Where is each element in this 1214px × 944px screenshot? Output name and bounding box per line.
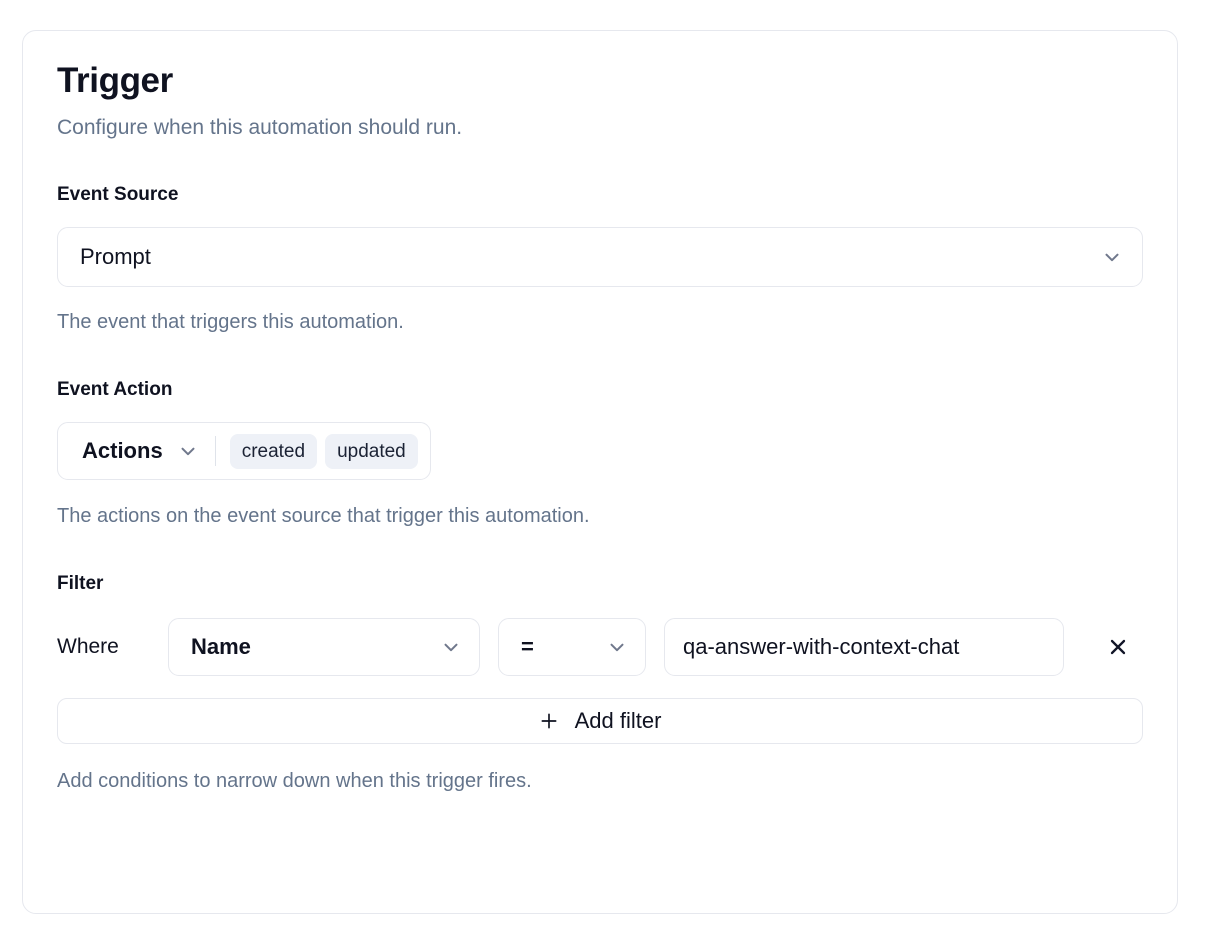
chevron-down-icon [181,447,195,456]
chevron-down-icon [444,643,458,652]
event-source-field: Event Source Prompt The event that trigg… [57,184,1143,336]
filter-operator-select[interactable]: = [498,617,646,676]
event-action-label: Event Action [57,379,173,401]
event-action-trigger-label: Actions [82,438,163,464]
add-filter-button[interactable]: Add filter [57,697,1143,744]
filter-operator-value: = [521,633,535,659]
remove-filter-button[interactable] [1098,627,1138,667]
event-source-value: Prompt [80,244,151,270]
page-title: Trigger [57,61,173,100]
where-label: Where [57,634,119,658]
event-action-pill[interactable]: updated [325,433,418,469]
filter-help: Add conditions to narrow down when this … [57,769,532,792]
event-action-help: The actions on the event source that tri… [57,505,590,528]
divider [214,436,216,467]
trigger-card: Trigger Configure when this automation s… [22,30,1178,914]
page-subtitle: Configure when this automation should ru… [57,116,463,140]
event-source-label: Event Source [57,183,179,205]
event-action-selected-list: created updated [229,433,418,469]
filter-field-select[interactable]: Name [168,617,480,676]
event-source-select[interactable]: Prompt [57,227,1143,288]
event-action-combo[interactable]: Actions created updated [57,422,431,481]
close-icon [1110,639,1126,655]
event-source-help: The event that triggers this automation. [57,311,404,334]
chevron-down-icon [1105,254,1119,262]
event-action-dropdown-trigger[interactable]: Actions [82,438,215,464]
filter-field-value: Name [191,633,251,659]
add-filter-label: Add filter [574,707,662,733]
event-action-field: Event Action Actions created updated The… [57,379,1143,529]
event-action-pill[interactable]: created [229,433,318,469]
filter-value-input[interactable] [664,617,1064,676]
chevron-down-icon [610,643,624,652]
filter-condition-row: Where Name = [57,617,1143,676]
filter-label: Filter [57,573,104,595]
filter-field: Filter Where Name = Add filter [57,573,1143,794]
plus-icon [541,713,557,729]
